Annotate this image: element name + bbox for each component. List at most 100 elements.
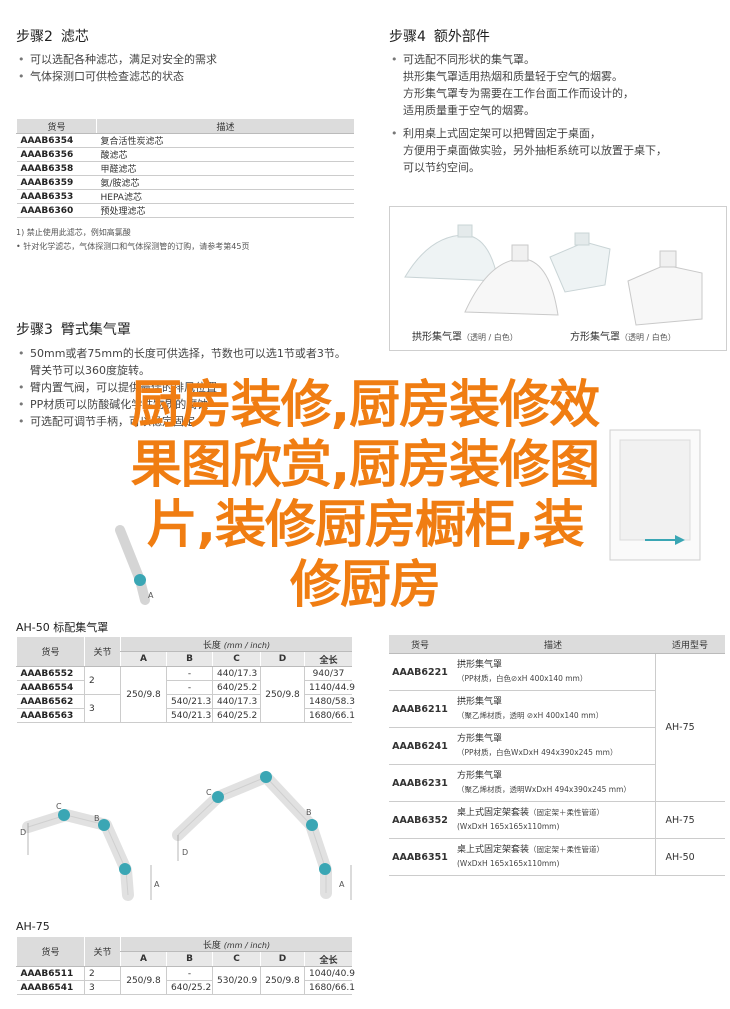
step4-bullets: 可选配不同形状的集气罩。 拱形集气罩适用热烟和质量轻于空气的烟雾。 方形集气罩专… [391, 51, 721, 176]
table-row: AAAB6241 方形集气罩（PP材质，白色WxDxH 494x390x245 … [389, 727, 725, 765]
ah50-c: 440/17.3 [212, 666, 261, 681]
svg-text:B: B [306, 808, 312, 817]
watermark-overlay-text: 厨房装修,厨房装修效 果图欣赏,厨房装修图 片,装修厨房橱柜,装 修厨房 [20, 376, 710, 616]
filter-note: • 针对化学滤芯，气体探测口和气体探测管的订购，请参考第45页 [16, 242, 250, 251]
product-spec: （聚乙烯材质，透明 ⊘xH 400x140 mm） [457, 710, 604, 720]
hood-caption-square: 方形集气罩（透明 / 白色） [570, 328, 676, 343]
list-item: 利用桌上式固定架可以把臂固定于桌面， 方便用于桌面做实验，另外抽柜系统可以放置于… [391, 125, 721, 176]
ah50-b: - [166, 666, 213, 681]
product-spec: （PP材质，白色WxDxH 494x390x245 mm） [457, 747, 618, 757]
table-row: AAAB6541 3 640/25.2 1680/66.1 [16, 980, 355, 995]
step2-bullets: 可以选配各种滤芯，满足对安全的需求 气体探测口可供检查滤芯的状态 [18, 51, 358, 85]
overlay-line: 厨房装修,厨房装修效 [130, 376, 600, 435]
ah75-sub-total: 全长 [304, 951, 352, 967]
filter-desc: HEPA滤芯 [96, 189, 354, 204]
table-row: AAAB6563 540/21.3 640/25.2 1680/66.1 [16, 708, 355, 723]
product-name: 拱形集气罩 [457, 696, 503, 707]
overlay-line: 果图欣赏,厨房装修图 [130, 436, 600, 495]
ah75-section: 2 [84, 966, 121, 981]
product-name: 方形集气罩 [457, 770, 503, 781]
product-code: AAAB6241 [389, 727, 451, 765]
ah75-header-code: 货号 [16, 937, 85, 967]
ah50-header-length: 长度 (mm / inch) [120, 637, 352, 652]
ah50-total: 940/37 [304, 666, 352, 681]
bullet-line: 拱形集气罩适用热烟和质量轻于空气的烟雾。 [403, 70, 623, 83]
svg-text:C: C [206, 788, 212, 797]
bullet-line: 可选配不同形状的集气罩。 [403, 53, 535, 66]
products-header-code: 货号 [389, 635, 451, 654]
product-model: AH-50 [654, 838, 725, 876]
products-header-model: 适用型号 [655, 635, 725, 654]
products-table: 货号 描述 适用型号 AAAB6221 拱形集气罩（PP材质，白色⊘xH 400… [389, 635, 725, 876]
bullet-line: 可选配可调节手柄，可以稳定固定 [30, 415, 195, 428]
caption-note: （透明 / 白色） [620, 333, 676, 342]
product-desc: 方形集气罩（PP材质，白色WxDxH 494x390x245 mm） [451, 727, 655, 765]
ah50-a: 250/9.8 [120, 666, 167, 723]
ah50-code: AAAB6554 [16, 680, 85, 695]
ah50-sub-b: B [166, 651, 213, 667]
ah75-header-length: 长度 (mm / inch) [120, 937, 352, 952]
ah75-section: 3 [84, 980, 121, 995]
step2-number: 步骤2 [16, 29, 53, 45]
ah75-total: 1040/40.9 [304, 966, 355, 981]
list-item: 可选配不同形状的集气罩。 拱形集气罩适用热烟和质量轻于空气的烟雾。 方形集气罩专… [391, 51, 721, 119]
ah50-header-code: 货号 [16, 637, 85, 667]
product-desc: 桌上式固定架套装（固定架＋柔性管道）(WxDxH 165x165x110mm) [451, 801, 655, 839]
product-spec-size: (WxDxH 165x165x110mm) [457, 822, 560, 831]
ah75-d: 250/9.8 [260, 966, 305, 995]
ah50-c: 640/25.2 [212, 708, 261, 723]
arm-illustration-top: A [115, 525, 154, 605]
step4-heading: 额外部件 [433, 29, 490, 45]
svg-text:C: C [56, 802, 62, 811]
table-row: AAAB6221 拱形集气罩（PP材质，白色⊘xH 400x140 mm） AH… [389, 653, 725, 802]
list-item: 臂内置气阀，可以提供最佳的排风位置 [18, 379, 368, 396]
table-row: AAAB6352 桌上式固定架套装（固定架＋柔性管道）(WxDxH 165x16… [389, 801, 725, 839]
ah50-sub-total: 全长 [304, 651, 352, 667]
table-row: AAAB6552 2 250/9.8 - 440/17.3 250/9.8 94… [16, 666, 352, 723]
ah75-code: AAAB6511 [16, 966, 85, 981]
product-spec: （固定架＋柔性管道） [529, 808, 605, 817]
table-row: AAAB6511 2 250/9.8 - 530/20.9 250/9.8 10… [16, 966, 355, 995]
product-desc: 方形集气罩 （聚乙烯材质，透明WxDxH 494x390x245 mm） [451, 764, 655, 802]
product-name: 桌上式固定架套装 [457, 845, 530, 855]
filter-code: AAAB6360 [16, 203, 97, 218]
ah75-sub-d: D [260, 951, 305, 967]
ah75-code: AAAB6541 [16, 980, 85, 995]
ah75-label: AH-75 [16, 920, 50, 933]
ah50-sub-a: A [120, 651, 167, 667]
product-desc: 拱形集气罩（PP材质，白色⊘xH 400x140 mm） [451, 653, 655, 691]
table-row: AAAB6231 方形集气罩（聚乙烯材质，透明WxDxH 494x390x245… [389, 764, 725, 802]
ah50-total: 1480/58.3 [304, 694, 355, 709]
table-mount-illustration [609, 429, 701, 561]
caption-name: 方形集气罩 [570, 332, 620, 343]
bullet-line: 臂关节可以360度旋转。 [30, 364, 150, 377]
list-item: PP材质可以防酸碱化学性物质的腐蚀 [18, 396, 368, 413]
arm-illustrations: D C B A D C B A [20, 771, 352, 901]
filter-desc: 甲醛滤芯 [96, 161, 354, 176]
step3-heading: 臂式集气罩 [60, 322, 131, 338]
caption-name: 拱形集气罩 [412, 332, 462, 343]
ah75-table: 货号 关节 长度 (mm / inch) A B C D 全长 AAAB6511… [16, 937, 355, 995]
hood-caption-dome: 拱形集气罩（透明 / 白色） [412, 328, 518, 343]
svg-text:A: A [154, 880, 160, 889]
product-spec-size: (WxDxH 165x165x110mm) [457, 859, 560, 868]
filter-desc: 酸滤芯 [96, 147, 354, 162]
ah50-code: AAAB6563 [16, 708, 85, 723]
hood-image [404, 224, 703, 326]
filter-note: 1) 禁止使用此滤芯，例如高氯酸 [16, 228, 131, 237]
product-spec: （PP材质，白色⊘xH 400x140 mm） [457, 673, 588, 683]
product-spec: （聚乙烯材质，透明WxDxH 494x390x245 mm） [457, 784, 631, 794]
list-item: 可以选配各种滤芯，满足对安全的需求 [18, 51, 358, 68]
product-spec: （固定架＋柔性管道） [529, 845, 605, 854]
table-row: AAAB6351 桌上式固定架套装（固定架＋柔性管道） (WxDxH 165x16… [389, 838, 725, 876]
step3-bullets: 50mm或者75mm的长度可供选择，节数也可以选1节或者3节。 臂关节可以360… [18, 345, 368, 430]
product-desc: 拱形集气罩 （聚乙烯材质，透明 ⊘xH 400x140 mm） [451, 690, 655, 728]
bullet-line: 50mm或者75mm的长度可供选择，节数也可以选1节或者3节。 [30, 347, 346, 360]
table-row: AAAB6211 拱形集气罩（聚乙烯材质，透明 ⊘xH 400x140 mm） [389, 690, 725, 728]
product-code: AAAB6351 [389, 838, 451, 876]
